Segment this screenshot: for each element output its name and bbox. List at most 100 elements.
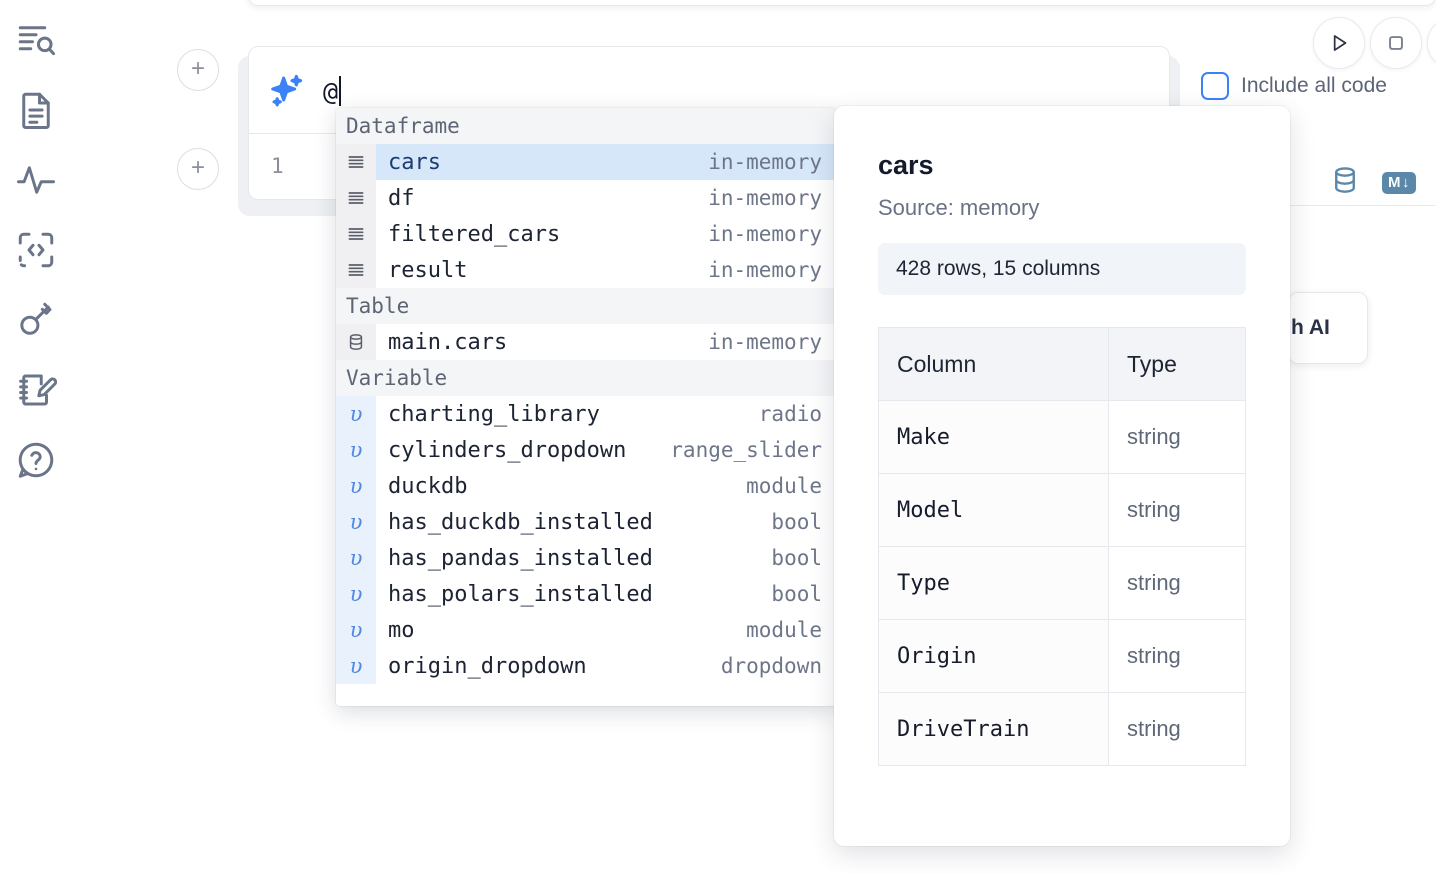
stop-button[interactable] <box>1370 17 1422 69</box>
autocomplete-item-type: bool <box>771 546 822 570</box>
ai-prompt-value: @ <box>323 76 339 106</box>
autocomplete-item-label: has_polars_installed <box>388 581 653 607</box>
autocomplete-item[interactable]: filtered_cars in-memory <box>336 216 836 252</box>
autocomplete-item-type: dropdown <box>720 654 822 678</box>
column-header-column: Column <box>878 327 1109 401</box>
markdown-badge[interactable]: M↓ <box>1382 171 1416 194</box>
activity-icon[interactable] <box>14 158 58 202</box>
autocomplete-item-label: mo <box>388 617 415 643</box>
autocomplete-section-header: Table <box>336 288 836 324</box>
left-icon-rail <box>0 0 72 874</box>
toolbar-divider <box>1185 205 1436 206</box>
autocomplete-section-header: Variable <box>336 360 836 396</box>
sparkle-icon <box>267 71 307 111</box>
help-chat-icon[interactable] <box>14 438 58 482</box>
generate-with-ai-button[interactable]: h AI <box>1288 292 1368 364</box>
schema-column-type: string <box>1108 546 1246 620</box>
text-caret <box>339 76 342 106</box>
autocomplete-item-label: origin_dropdown <box>388 653 587 679</box>
autocomplete-item-type: range_slider <box>670 438 822 462</box>
code-snippet-icon[interactable] <box>14 228 58 272</box>
autocomplete-section-header: Dataframe <box>336 108 836 144</box>
autocomplete-item-type: in-memory <box>708 150 822 174</box>
line-number: 1 <box>271 154 284 178</box>
notebook-edit-icon[interactable] <box>14 368 58 412</box>
autocomplete-item-label: main.cars <box>388 329 508 355</box>
list-rows-icon <box>336 180 376 216</box>
variable-icon: υ <box>336 432 376 468</box>
variable-icon: υ <box>336 396 376 432</box>
autocomplete-item-label: cylinders_dropdown <box>388 437 627 463</box>
search-outline-icon[interactable] <box>14 18 58 62</box>
include-all-code-checkbox[interactable] <box>1201 72 1229 100</box>
schema-column-name: Type <box>878 546 1109 620</box>
autocomplete-item[interactable]: υ has_pandas_installed bool <box>336 540 836 576</box>
autocomplete-item-label: duckdb <box>388 473 468 499</box>
list-rows-icon <box>336 144 376 180</box>
table-header-row: Column Type <box>878 327 1246 401</box>
autocomplete-item-label: cars <box>388 149 441 175</box>
autocomplete-item-type: module <box>746 474 822 498</box>
autocomplete-item-label: has_pandas_installed <box>388 545 653 571</box>
autocomplete-item-type: radio <box>758 402 822 426</box>
autocomplete-item[interactable]: υ origin_dropdown dropdown <box>336 648 836 684</box>
include-all-code-row[interactable]: Include all code <box>1201 72 1387 100</box>
preview-stats: 428 rows, 15 columns <box>878 243 1246 295</box>
add-cell-plus-icon: + <box>190 55 205 82</box>
variable-icon: υ <box>336 612 376 648</box>
autocomplete-item-label: result <box>388 257 468 283</box>
autocomplete-item-label: filtered_cars <box>388 221 561 247</box>
dataframe-preview-panel: cars Source: memory 428 rows, 15 columns… <box>834 106 1290 846</box>
autocomplete-item[interactable]: df in-memory <box>336 180 836 216</box>
variable-icon: υ <box>336 468 376 504</box>
key-icon[interactable] <box>14 298 58 342</box>
schema-column-type: string <box>1108 619 1246 693</box>
database-icon[interactable] <box>1330 165 1360 200</box>
add-cell-button-top[interactable]: + <box>177 49 219 91</box>
schema-column-name: Model <box>878 473 1109 547</box>
variable-icon: υ <box>336 648 376 684</box>
list-rows-icon <box>336 252 376 288</box>
autocomplete-item-label: df <box>388 185 415 211</box>
autocomplete-item[interactable]: υ cylinders_dropdown range_slider <box>336 432 836 468</box>
include-all-code-label: Include all code <box>1241 74 1387 97</box>
generate-with-ai-label: h AI <box>1291 316 1330 339</box>
column-header-type: Type <box>1108 327 1246 401</box>
schema-column-type: string <box>1108 473 1246 547</box>
autocomplete-item-type: in-memory <box>708 222 822 246</box>
more-actions-button[interactable] <box>1427 17 1436 69</box>
autocomplete-item-type: in-memory <box>708 186 822 210</box>
document-icon[interactable] <box>14 88 58 132</box>
variable-icon: υ <box>336 540 376 576</box>
run-button[interactable] <box>1313 17 1365 69</box>
autocomplete-item[interactable]: cars in-memory <box>336 144 836 180</box>
schema-column-name: DriveTrain <box>878 692 1109 766</box>
markdown-badge-arrow: ↓ <box>1402 173 1410 191</box>
cell-output-toolbar: M↓ <box>1330 165 1416 200</box>
variable-icon: υ <box>336 576 376 612</box>
preview-source: Source: memory <box>878 195 1040 220</box>
previous-cell-card <box>248 0 1436 6</box>
schema-column-type: string <box>1108 692 1246 766</box>
variable-icon: υ <box>336 504 376 540</box>
ai-prompt-input[interactable]: @ <box>323 69 1169 113</box>
add-cell-plus-icon: + <box>190 154 205 181</box>
markdown-badge-letter: M <box>1388 173 1401 191</box>
schema-column-name: Make <box>878 400 1109 474</box>
autocomplete-item-type: module <box>746 618 822 642</box>
add-cell-button-bottom[interactable]: + <box>177 148 219 190</box>
